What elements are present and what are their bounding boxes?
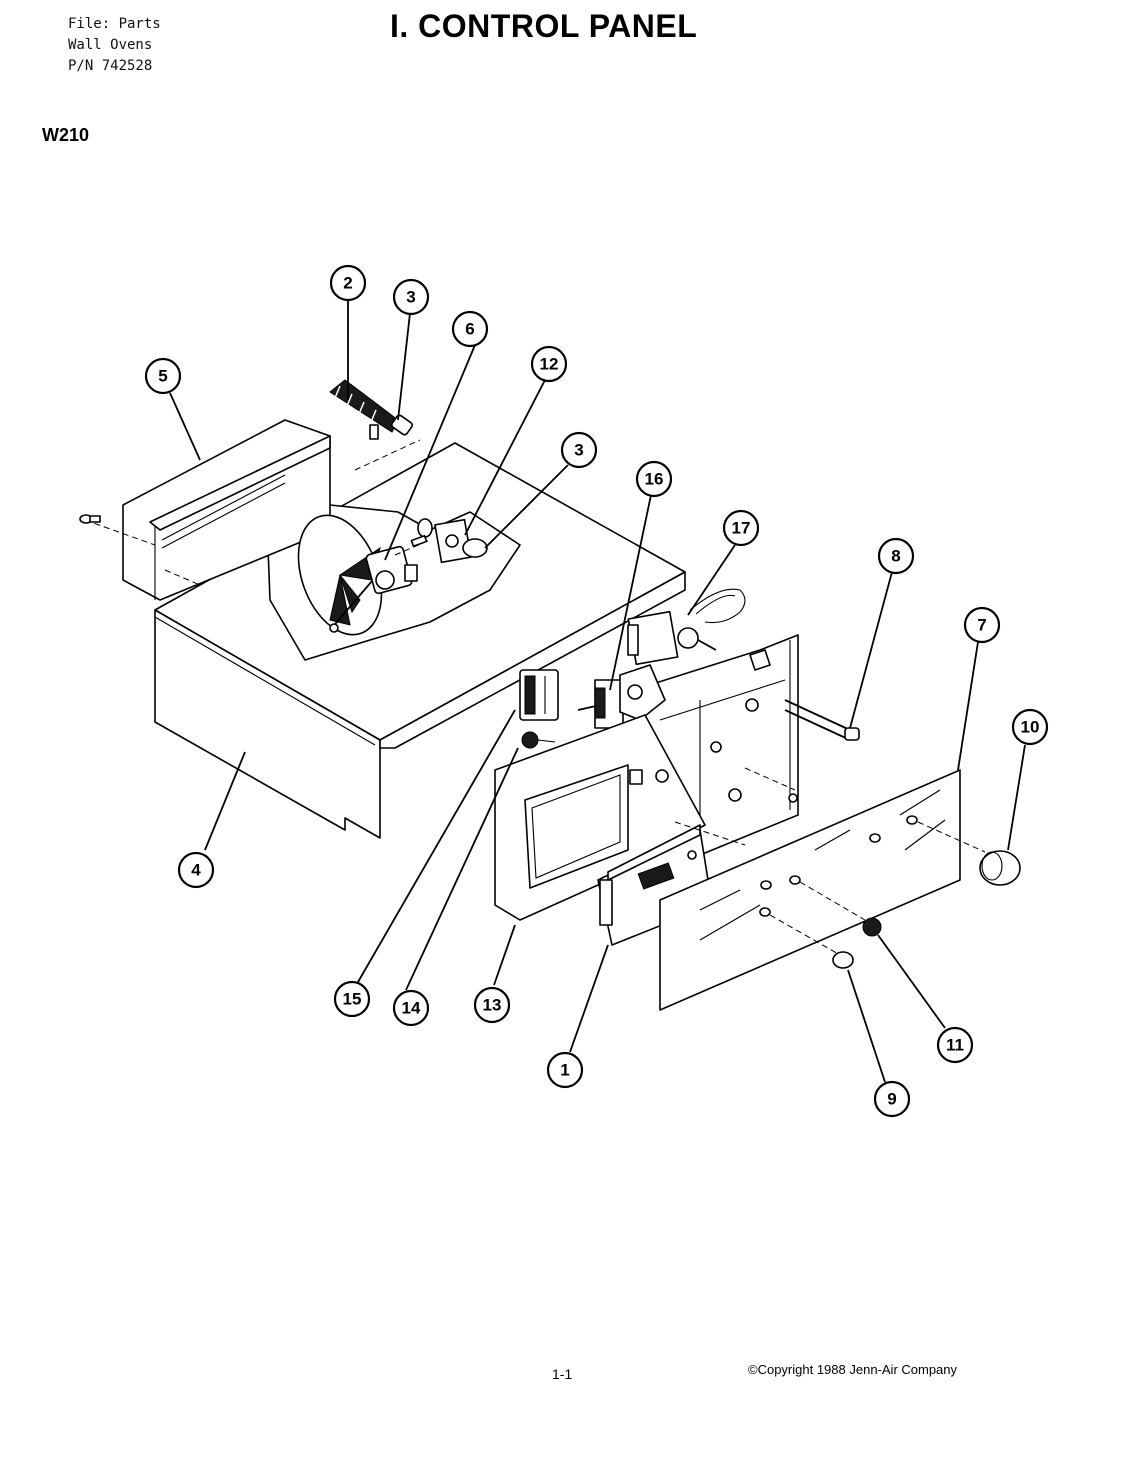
callout-10-label: 10	[1021, 718, 1040, 737]
category-line: Wall Ovens	[68, 37, 153, 53]
callout-3-top-label: 3	[406, 288, 415, 307]
timer-module	[519, 669, 559, 749]
screw-right	[788, 793, 798, 803]
fan-assembly	[297, 514, 418, 636]
callout-13: 13	[473, 986, 511, 1024]
callout-7-label: 7	[977, 616, 986, 635]
callout-12-label: 12	[540, 355, 559, 374]
callout-5-label: 5	[158, 367, 167, 386]
file-line: File: Parts	[68, 16, 161, 32]
callout-2: 2	[329, 264, 367, 302]
callout-4-label: 4	[191, 861, 201, 880]
callout-16-label: 16	[645, 470, 664, 489]
leader-lines	[169, 300, 1026, 1083]
duct-shroud	[84, 419, 331, 601]
callout-12: 12	[530, 345, 568, 383]
callout-4: 4	[177, 851, 215, 889]
callout-13-label: 13	[483, 996, 502, 1015]
callout-17-label: 17	[732, 519, 751, 538]
part-number-line: P/N 742528	[68, 58, 153, 74]
callout-2-label: 2	[343, 274, 352, 293]
callout-3-mid-label: 3	[574, 441, 583, 460]
nut	[862, 917, 882, 937]
callout-15-label: 15	[343, 990, 362, 1009]
callout-14: 14	[392, 989, 430, 1027]
callout-11: 11	[936, 1026, 974, 1064]
thermostat	[627, 588, 746, 666]
callout-11-label: 11	[946, 1036, 964, 1055]
callout-16: 16	[635, 460, 673, 498]
trim-frame	[494, 714, 706, 921]
copyright-notice: ©Copyright 1988 Jenn-Air Company	[748, 1362, 958, 1377]
callout-1-label: 1	[560, 1061, 569, 1080]
callout-14-label: 14	[402, 999, 421, 1018]
callout-6: 6	[451, 310, 489, 348]
callout-9: 9	[873, 1080, 911, 1118]
callout-8-label: 8	[891, 547, 900, 566]
callout-9-label: 9	[887, 1090, 896, 1109]
knob	[979, 850, 1021, 886]
shaft-switch	[329, 379, 421, 471]
page-title: I. CONTROL PANEL	[390, 8, 698, 44]
callout-8: 8	[877, 537, 915, 575]
callout-7: 7	[963, 606, 1001, 644]
model-number: W210	[42, 125, 90, 145]
glass-panel	[659, 769, 986, 1011]
screw-left	[79, 514, 101, 524]
callout-3-mid: 3	[560, 431, 598, 469]
gasket-and-clip	[394, 518, 488, 564]
page-number: 1-1	[552, 1366, 573, 1382]
callout-3-top: 3	[392, 278, 430, 316]
callout-10: 10	[1011, 708, 1049, 746]
callout-15: 15	[333, 980, 371, 1018]
bushing	[832, 951, 854, 969]
callout-1: 1	[546, 1051, 584, 1089]
callout-6-label: 6	[465, 320, 474, 339]
wire-rod	[784, 699, 860, 741]
file-info: File: Parts Wall Ovens P/N 742528	[68, 14, 161, 77]
callout-17: 17	[722, 509, 760, 547]
selector-switch	[577, 664, 666, 729]
callout-5: 5	[144, 357, 182, 395]
